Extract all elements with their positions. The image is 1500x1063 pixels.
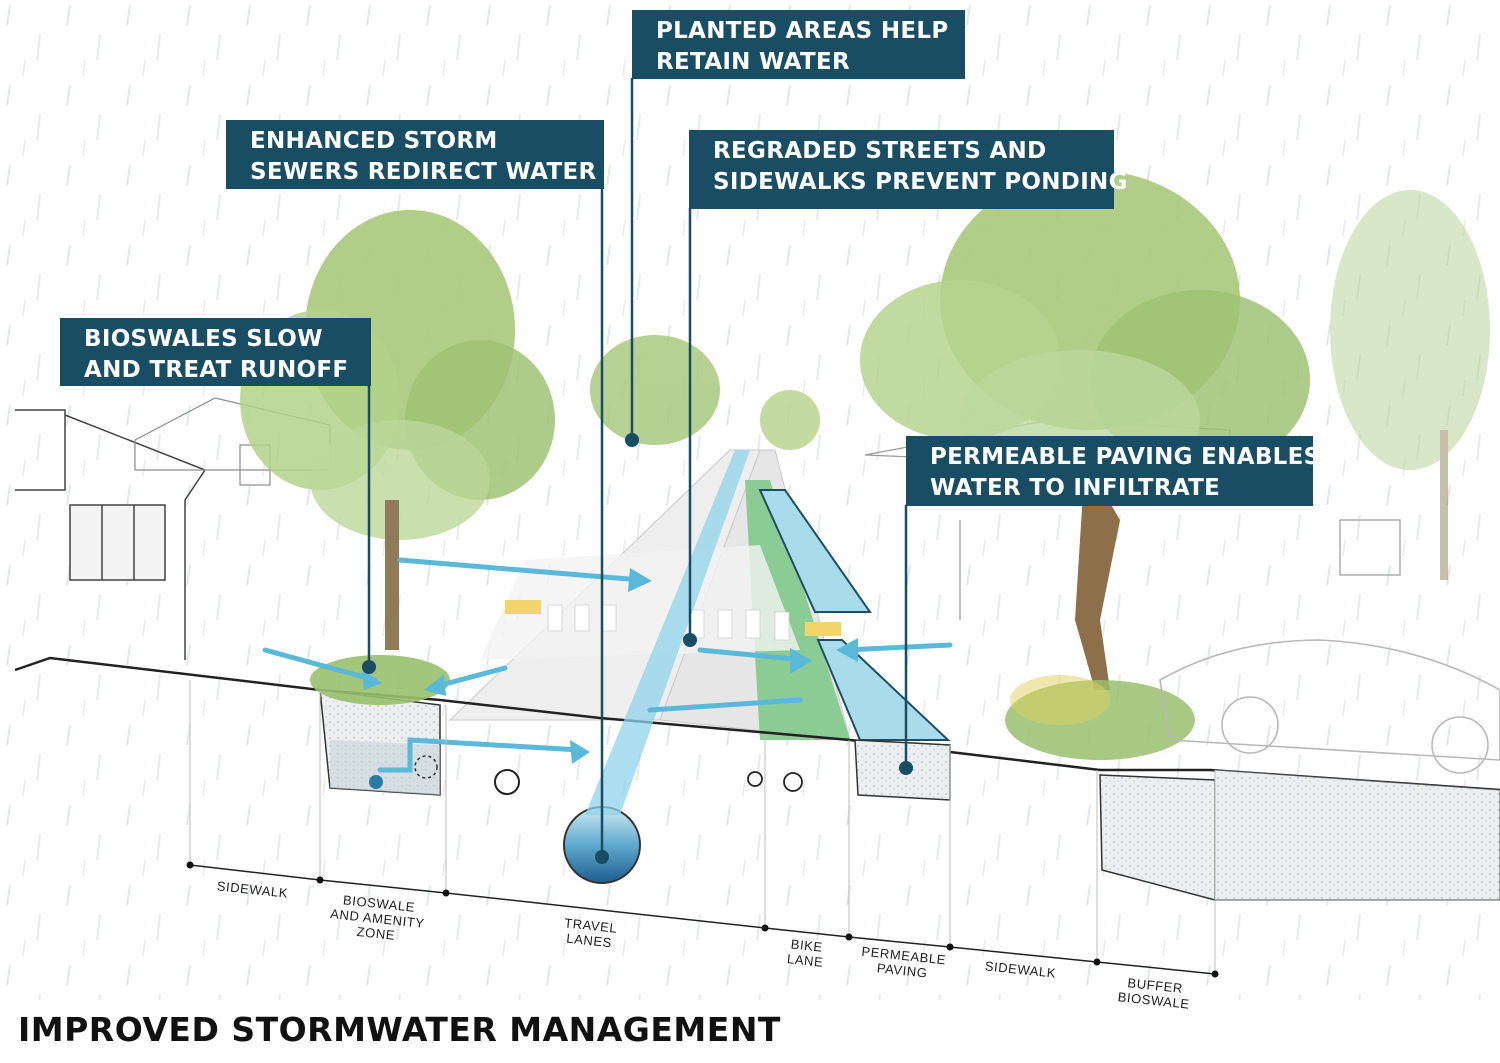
water-arrowheads xyxy=(362,568,858,764)
utility-pipe xyxy=(494,769,520,795)
drain-outlet xyxy=(369,775,383,789)
callout-text-line: WATER TO INFILTRATE xyxy=(930,475,1221,501)
callout-text-line: BIOSWALES SLOW xyxy=(84,326,323,352)
callout-leader-lines xyxy=(367,78,908,855)
zone-tick-dots xyxy=(186,861,1219,978)
zone-extension-lines xyxy=(189,680,1216,974)
callout-planted-areas: PLANTED AREAS HELP RETAIN WATER xyxy=(632,10,965,79)
callout-text-line: SEWERS REDIRECT WATER xyxy=(250,159,597,185)
page-title: IMPROVED STORMWATER MANAGEMENT xyxy=(18,1010,781,1049)
zone-dimension-line xyxy=(189,864,1216,975)
zone-label-bike-lane: BIKE LANE xyxy=(777,935,836,971)
curb-ramp-yellow xyxy=(805,622,841,636)
callout-text-line: AND TREAT RUNOFF xyxy=(84,357,349,383)
callout-bioswales: BIOSWALES SLOW AND TREAT RUNOFF xyxy=(60,318,371,386)
utility-pipe xyxy=(747,771,763,787)
callout-text-line: SIDEWALKS PREVENT PONDING xyxy=(713,169,1128,195)
house-left xyxy=(15,409,207,660)
permeable-paving-strip xyxy=(816,639,951,741)
bioswale-plants xyxy=(310,655,450,705)
tree-far-right xyxy=(1330,190,1490,580)
curb-ramp-yellow xyxy=(505,600,541,614)
water-flow-arrows xyxy=(262,557,953,773)
callout-text-line: PLANTED AREAS HELP xyxy=(656,18,949,44)
callout-regraded-streets: REGRADED STREETS AND SIDEWALKS PREVENT P… xyxy=(689,130,1128,209)
callout-storm-sewers: ENHANCED STORM SEWERS REDIRECT WATER xyxy=(226,120,604,189)
callout-text-line: PERMEABLE PAVING ENABLES xyxy=(930,444,1321,470)
crosswalk xyxy=(547,604,790,641)
buffer-bioswale-plants xyxy=(1005,675,1195,760)
callout-leader-dots xyxy=(362,433,913,864)
tree-center-distant xyxy=(590,335,820,450)
permeable-paving-strip xyxy=(758,489,872,613)
tree-right-large xyxy=(860,170,1310,690)
callout-text-line: RETAIN WATER xyxy=(656,49,851,75)
callout-text-line: REGRADED STREETS AND xyxy=(713,138,1047,164)
callout-text-line: ENHANCED STORM xyxy=(250,128,498,154)
utility-pipe xyxy=(783,772,803,792)
callout-permeable-paving: PERMEABLE PAVING ENABLES WATER TO INFILT… xyxy=(906,436,1321,506)
parked-car xyxy=(1159,639,1500,774)
ground-section-line xyxy=(14,656,1500,792)
subdrain-cleanout xyxy=(414,755,438,779)
